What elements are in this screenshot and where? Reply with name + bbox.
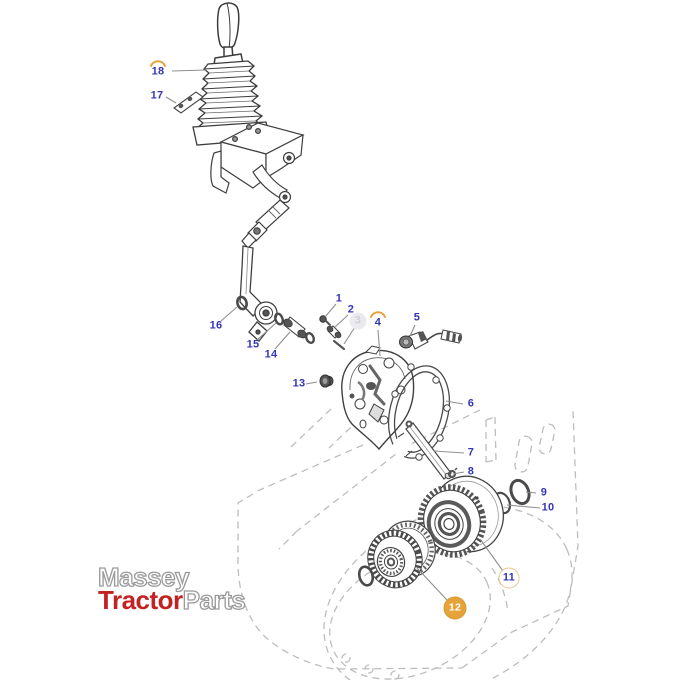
part-label-8[interactable]: 8: [467, 465, 475, 478]
part-label-12[interactable]: 12: [443, 596, 467, 620]
part-label-18[interactable]: 18: [151, 65, 165, 78]
part-label-10[interactable]: 10: [541, 501, 555, 514]
part-label-1[interactable]: 1: [335, 292, 343, 305]
brand-watermark: Massey TractorParts: [97, 563, 246, 613]
o-ring-by-gear: [357, 565, 375, 587]
synchro-gear-12: [367, 520, 436, 589]
lever-linkage-rod: [241, 199, 290, 249]
watermark-tractor: Tractor: [98, 585, 183, 615]
lever-mounting-bracket: [210, 122, 305, 209]
leader-lines: [165, 69, 541, 601]
part-label-4[interactable]: 4: [374, 316, 382, 329]
part-label-9[interactable]: 9: [540, 486, 548, 499]
plug-13: [319, 374, 334, 388]
bushing-14: [283, 316, 307, 339]
seal-ring: [304, 332, 316, 344]
watermark-parts: Parts: [182, 585, 246, 615]
watermark-line-2: TractorParts: [98, 586, 246, 613]
selector-housing-4: [341, 345, 415, 451]
part-label-2[interactable]: 2: [347, 303, 355, 316]
washer-15: [274, 312, 284, 326]
retainer-clip-17: [173, 91, 204, 114]
watermark-massey: Massey: [97, 562, 190, 592]
part-label-15[interactable]: 15: [246, 338, 260, 351]
part-label-3[interactable]: 3: [349, 312, 367, 330]
part-label-11[interactable]: 11: [498, 567, 520, 589]
ghost-housing-outline: [237, 408, 579, 680]
pins-2-3: [326, 325, 346, 351]
clutch-drum-11: [417, 475, 504, 558]
part-label-14[interactable]: 14: [264, 348, 278, 361]
part-label-13[interactable]: 13: [292, 377, 306, 390]
part-label-7[interactable]: 7: [467, 446, 475, 459]
gasket-6: [388, 363, 451, 461]
part-label-6[interactable]: 6: [467, 397, 475, 410]
neutral-switch-5: [399, 329, 463, 350]
selector-shaft-7: [405, 420, 452, 480]
o-ring-16: [236, 295, 248, 311]
watermark-line-1: Massey: [97, 563, 245, 590]
snap-ring-9: [509, 478, 531, 506]
bolt-1: [319, 315, 331, 326]
part-label-16[interactable]: 16: [209, 319, 223, 332]
highlight-arcs: [150, 60, 386, 318]
part-label-17[interactable]: 17: [150, 89, 164, 102]
clip-8: [447, 467, 458, 479]
part-label-5[interactable]: 5: [413, 311, 421, 324]
